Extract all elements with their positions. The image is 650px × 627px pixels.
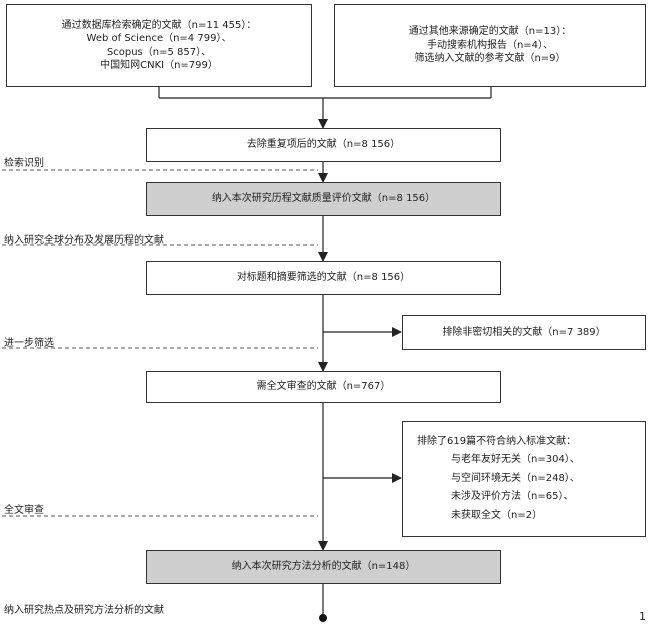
box-fulltext-review: 需全文审查的文献（n=767） xyxy=(146,371,501,403)
database-sources-line-3: Scopus（n=5 857）、 xyxy=(106,46,212,58)
end-dot xyxy=(319,614,327,622)
box-deduplicated: 去除重复项后的文献（n=8 156） xyxy=(146,128,501,162)
stage-label-further-screening: 进一步筛选 xyxy=(4,338,54,349)
stage-label-fulltext: 全文审查 xyxy=(4,505,44,516)
page-number: 1 xyxy=(639,610,646,623)
bibliometric-text: 纳入本次研究历程文献质量评价文献（n=8 156） xyxy=(211,193,436,205)
method-analysis-text: 纳入本次研究方法分析的文献（n=148） xyxy=(231,561,416,573)
deduplicated-text: 去除重复项后的文献（n=8 156） xyxy=(246,139,401,151)
box-other-sources: 通过其他来源确定的文献（n=13）： 手动搜索机构报告（n=4）、 筛选纳入文献… xyxy=(334,4,646,87)
other-sources-line-2: 手动搜索机构报告（n=4）、 xyxy=(426,39,554,51)
exclude-criteria-heading: 排除了619篇不符合纳入标准文献： xyxy=(417,435,577,447)
database-sources-line-1: 通过数据库检索确定的文献（n=11 455）： xyxy=(61,19,257,31)
exclude-criteria-item-4: 未获取全文（n=2） xyxy=(451,509,543,521)
box-exclude-criteria: 排除了619篇不符合纳入标准文献： 与老年友好无关（n=304）、 与空间环境无… xyxy=(402,421,646,537)
box-database-sources: 通过数据库检索确定的文献（n=11 455）： Web of Science（n… xyxy=(6,4,312,87)
stage-label-global-distribution: 纳入研究全球分布及发展历程的文献 xyxy=(4,235,164,246)
database-sources-line-2: Web of Science（n=4 799）、 xyxy=(86,33,232,44)
exclude-unrelated-text: 排除非密切相关的文献（n=7 389） xyxy=(442,326,606,338)
exclude-criteria-item-1: 与老年友好无关（n=304）、 xyxy=(451,454,580,466)
other-sources-line-3: 筛选纳入文献的参考文献（n=9） xyxy=(414,53,566,65)
exclude-criteria-item-2: 与空间环境无关（n=248）、 xyxy=(451,472,580,484)
exclude-criteria-item-3: 未涉及评价方法（n=65）、 xyxy=(451,491,574,503)
stage-label-hotspots: 纳入研究热点及研究方法分析的文献 xyxy=(4,605,164,616)
other-sources-line-1: 通过其他来源确定的文献（n=13）： xyxy=(408,26,572,38)
box-title-abstract-screening: 对标题和摘要筛选的文献（n=8 156） xyxy=(146,261,501,295)
fulltext-review-text: 需全文审查的文献（n=767） xyxy=(256,381,391,393)
stage-label-identification: 检索识别 xyxy=(4,158,44,169)
box-exclude-unrelated: 排除非密切相关的文献（n=7 389） xyxy=(402,315,646,350)
box-method-analysis: 纳入本次研究方法分析的文献（n=148） xyxy=(146,550,501,584)
box-bibliometric: 纳入本次研究历程文献质量评价文献（n=8 156） xyxy=(146,182,501,216)
database-sources-line-4: 中国知网CNKI（n=799） xyxy=(100,60,218,71)
title-abstract-text: 对标题和摘要筛选的文献（n=8 156） xyxy=(236,272,411,284)
